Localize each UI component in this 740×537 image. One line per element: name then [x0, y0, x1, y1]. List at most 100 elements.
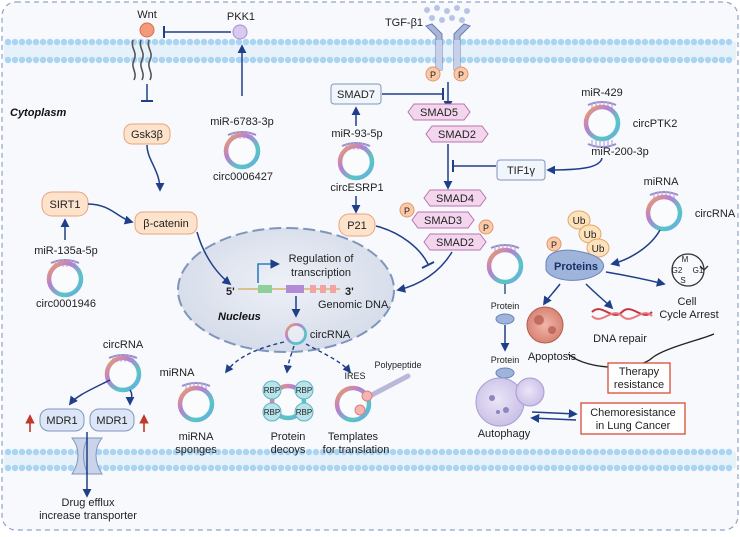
lipid-head — [81, 38, 89, 46]
p21-label: P21 — [347, 220, 367, 232]
rbp-label-4: RBP — [296, 408, 312, 417]
templates-label-2: for translation — [323, 444, 390, 456]
lipid-head — [704, 38, 712, 46]
proteins-label: Proteins — [554, 261, 598, 273]
lipid-head — [718, 38, 726, 46]
lipid-head — [655, 38, 663, 46]
lipid-head — [417, 38, 425, 46]
lipid-head — [522, 38, 530, 46]
lipid-head — [501, 448, 509, 456]
nucleus-label: Nucleus — [218, 311, 261, 323]
lipid-head — [4, 56, 12, 64]
lipid-head — [634, 448, 642, 456]
lipid-head — [536, 448, 544, 456]
lipid-head — [102, 56, 110, 64]
lipid-head — [494, 56, 502, 64]
lipid-head — [130, 464, 138, 472]
lipid-head — [347, 464, 355, 472]
lipid-head — [319, 448, 327, 456]
lipid-head — [585, 464, 593, 472]
lipid-head — [256, 56, 264, 64]
lipid-head — [718, 56, 726, 64]
lipid-head — [186, 38, 194, 46]
lipid-head — [347, 38, 355, 46]
lipid-head — [620, 56, 628, 64]
lipid-head — [606, 38, 614, 46]
lipid-head — [179, 448, 187, 456]
smad2-top-node — [425, 125, 489, 143]
lipid-head — [95, 448, 103, 456]
lipid-head — [284, 38, 292, 46]
lipid-head — [403, 464, 411, 472]
lipid-head — [529, 464, 537, 472]
lipid-head — [361, 448, 369, 456]
lipid-head — [249, 56, 257, 64]
lipid-head — [207, 464, 215, 472]
lipid-head — [501, 56, 509, 64]
lipid-head — [102, 38, 110, 46]
lipid-head — [235, 56, 243, 64]
lipid-head — [676, 464, 684, 472]
lipid-head — [571, 56, 579, 64]
lipid-head — [67, 38, 75, 46]
circrna-to-proteins — [610, 229, 661, 267]
lipid-head — [18, 38, 26, 46]
circrna-right-label: circRNA — [695, 208, 736, 220]
lipid-head — [543, 38, 551, 46]
lipid-head — [571, 464, 579, 472]
lipid-head — [123, 38, 131, 46]
gsk-to-betacatenin — [146, 144, 165, 192]
lipid-head — [326, 38, 334, 46]
lipid-head — [305, 56, 313, 64]
pkk1-label: PKK1 — [227, 11, 255, 23]
p-label-receptor-right: P — [458, 70, 464, 80]
chemoresistance-to-autophagy — [530, 413, 577, 423]
lipid-head — [410, 464, 418, 472]
lipid-head — [221, 464, 229, 472]
lipid-head — [277, 448, 285, 456]
lipid-head — [634, 464, 642, 472]
lipid-head — [557, 56, 565, 64]
lipid-head — [487, 464, 495, 472]
lipid-head — [571, 38, 579, 46]
dna-segment-1 — [258, 285, 272, 293]
lipid-head — [599, 464, 607, 472]
lipid-head — [473, 448, 481, 456]
lipid-head — [81, 56, 89, 64]
lipid-head — [298, 448, 306, 456]
chemoresistance-label-1: Chemoresistance — [590, 407, 676, 419]
lipid-head — [536, 464, 544, 472]
autophagosome — [475, 377, 545, 427]
lipid-head — [585, 38, 593, 46]
gsk3b-label: Gsk3β — [131, 129, 163, 141]
lipid-head — [249, 38, 257, 46]
proteins-to-cell-cycle — [605, 271, 666, 287]
lipid-head — [109, 56, 117, 64]
lipid-head — [326, 464, 334, 472]
p-label-receptor-left: P — [430, 70, 436, 80]
dna-segment-3 — [310, 285, 316, 293]
lipid-head — [151, 56, 159, 64]
lipid-head — [109, 38, 117, 46]
lipid-head — [508, 448, 516, 456]
cytoplasm-label: Cytoplasm — [10, 107, 66, 119]
circrna-left-label: circRNA — [103, 339, 144, 351]
protein-label-2: Protein — [491, 355, 520, 365]
lipid-head — [613, 448, 621, 456]
lipid-head — [172, 38, 180, 46]
lipid-head — [200, 464, 208, 472]
lipid-head — [431, 448, 439, 456]
lipid-head — [564, 56, 572, 64]
circesrp1-label: circESRP1 — [330, 182, 383, 194]
lipid-head — [256, 448, 264, 456]
lipid-head — [165, 448, 173, 456]
lipid-head — [655, 56, 663, 64]
lipid-head — [270, 38, 278, 46]
lipid-head — [690, 38, 698, 46]
lipid-head — [291, 448, 299, 456]
lipid-head — [396, 464, 404, 472]
lipid-head — [249, 448, 257, 456]
lipid-head — [319, 56, 327, 64]
p-badge-smad3 — [399, 202, 415, 218]
circesrp1-icon — [340, 146, 372, 178]
